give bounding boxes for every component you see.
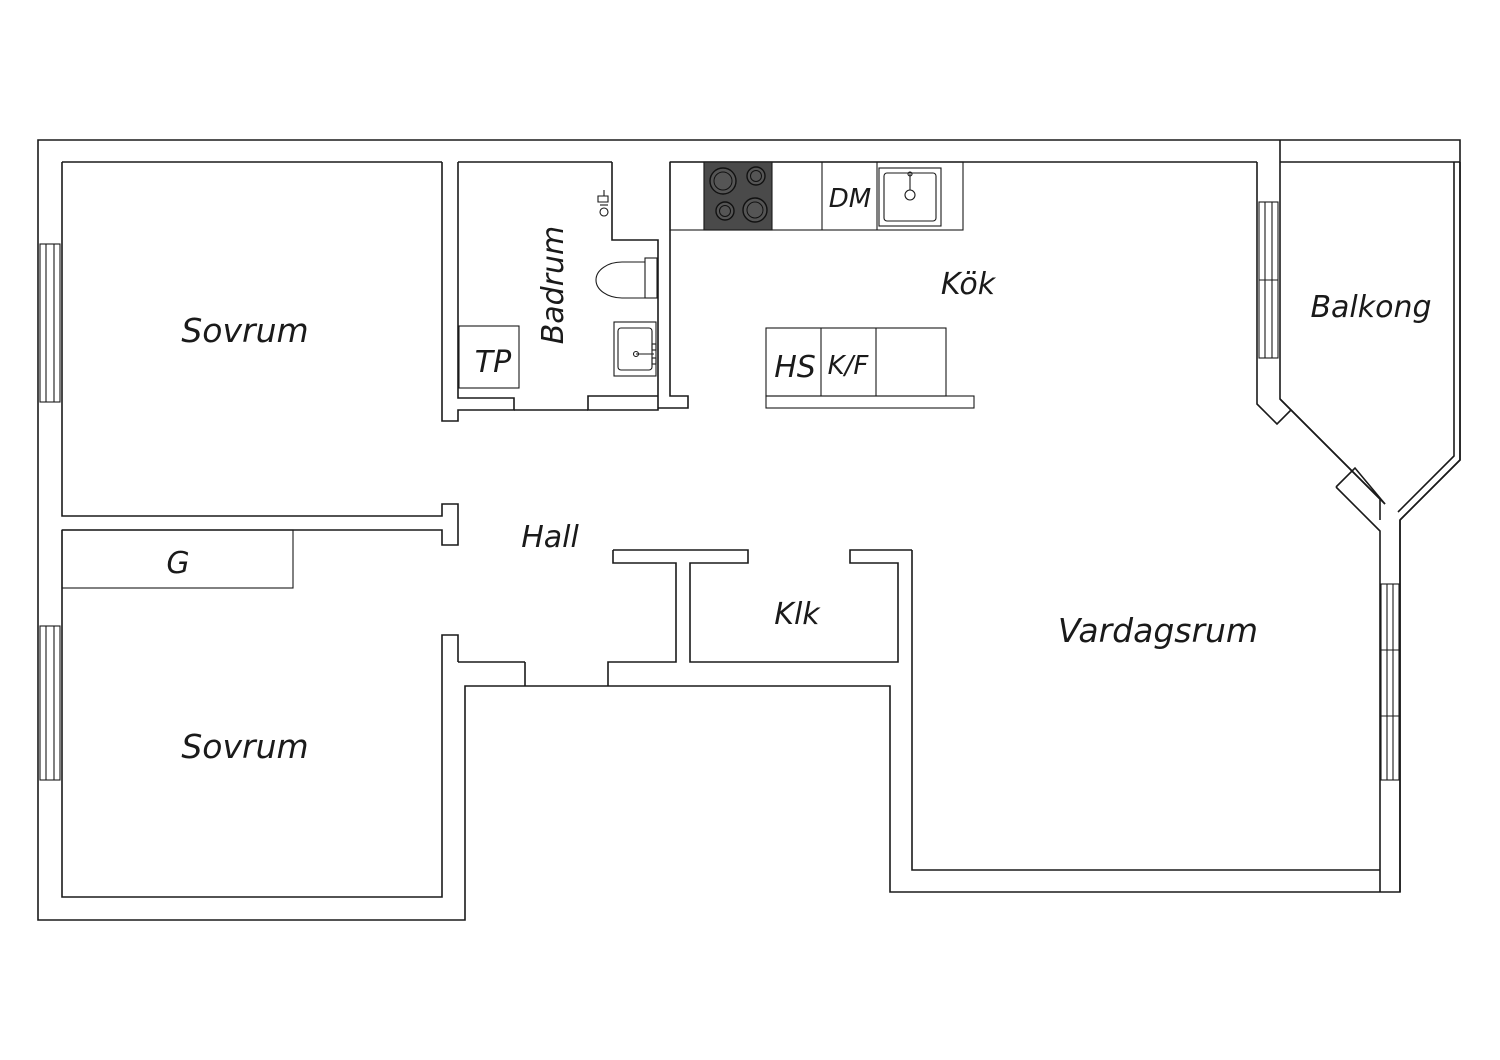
kitchen-sink-icon [878,167,942,227]
room-label-bedroom-top: Sovrum [181,311,308,350]
room-label-kitchen: Kök [941,267,997,302]
dm-label: DM [829,184,871,214]
right-walls [911,162,1461,892]
kf-label: K/F [828,351,870,381]
stove-icon [703,161,773,231]
bedroom-bottom-walls [61,530,459,898]
tp-cabinet [458,325,520,389]
shower-icon [597,190,609,217]
room-label-bedroom-bottom: Sovrum [181,727,308,766]
windows [39,201,1400,781]
tp-label: TP [475,345,512,380]
kitchen-island [765,327,975,409]
wardrobe [61,529,294,589]
wardrobe-label: G [166,546,189,581]
room-label-balcony: Balkong [1310,290,1431,325]
bathroom-walls [514,162,689,411]
hs-label: HS [774,350,816,385]
bathroom-sink-icon [613,321,657,377]
room-label-bathroom: Badrum [536,226,571,345]
room-label-living-room: Vardagsrum [1058,611,1258,650]
room-label-closet: Klk [774,597,821,632]
closet-walls [458,549,912,686]
bedroom-top-walls [61,162,515,546]
room-label-hall: Hall [521,520,579,555]
toilet-icon [595,257,658,299]
